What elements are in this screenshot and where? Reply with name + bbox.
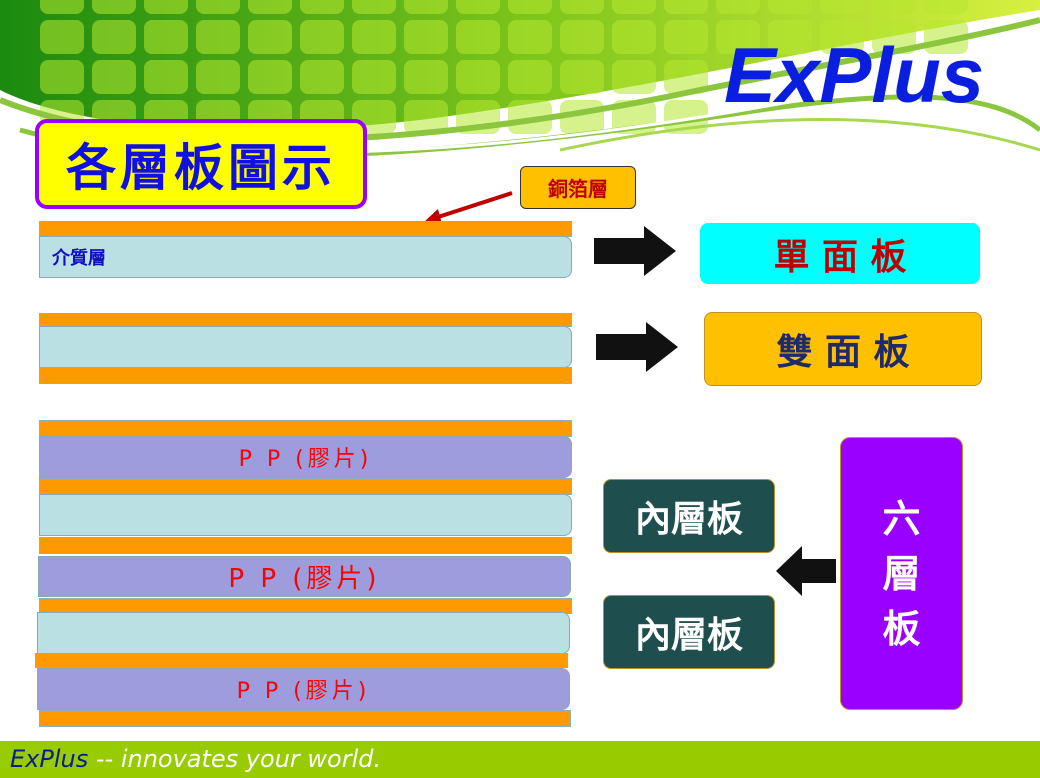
copper-layer — [39, 313, 572, 327]
copper-layer — [39, 710, 571, 727]
header-tile — [404, 60, 448, 94]
footer-brand: ExPlus — [10, 745, 89, 773]
footer-tagline: -- innovates your world. — [88, 745, 382, 773]
header-tile — [664, 100, 708, 134]
header-tile — [404, 100, 448, 134]
header-tile — [40, 0, 84, 14]
header-tile — [196, 0, 240, 14]
dielectric-layer — [37, 612, 570, 654]
header-tile — [508, 60, 552, 94]
copper-layer — [39, 478, 572, 495]
header-tile — [144, 20, 188, 54]
prepreg-layer: P P (膠片) — [37, 668, 570, 710]
copper-foil-label: 銅箔層 — [520, 166, 636, 209]
header-tile — [664, 60, 708, 94]
header-tile — [820, 20, 864, 54]
header-tile — [560, 20, 604, 54]
header-tile — [352, 0, 396, 14]
header-tile — [872, 20, 916, 54]
header-tile — [716, 20, 760, 54]
header-background — [0, 0, 1040, 159]
header-tile — [820, 0, 864, 14]
header-tile — [456, 20, 500, 54]
header-tile — [456, 0, 500, 14]
header-tile — [300, 60, 344, 94]
header-tile — [352, 60, 396, 94]
header-tile — [768, 20, 812, 54]
header-tile — [248, 0, 292, 14]
header-tile — [404, 0, 448, 14]
header-tile — [560, 0, 604, 14]
prepreg-layer: P P (膠片) — [39, 436, 572, 478]
header-tile — [248, 60, 292, 94]
copper-layer — [39, 221, 572, 237]
footer-bar: ExPlus -- innovates your world. — [0, 741, 1040, 778]
header-tile — [352, 20, 396, 54]
header-tile — [508, 20, 552, 54]
header-tile — [196, 20, 240, 54]
page-title: 各層板圖示 — [35, 119, 367, 209]
right-arrow-icon — [594, 226, 676, 276]
header-tile — [300, 0, 344, 14]
inner-board: 內層板 — [603, 595, 775, 669]
dielectric-layer — [39, 494, 572, 536]
header-tile — [664, 0, 708, 14]
header-tile — [456, 60, 500, 94]
header-tile — [508, 0, 552, 14]
header-tile — [768, 0, 812, 14]
prepreg-layer: P P (膠片) — [38, 556, 571, 597]
header-tile — [404, 20, 448, 54]
left-arrow-icon — [776, 546, 836, 596]
header-tile — [144, 0, 188, 14]
right-arrow-icon — [596, 322, 678, 372]
header-tile — [144, 60, 188, 94]
dielectric-label: 介質層 — [52, 248, 106, 269]
double-sided-board: 雙 面 板 — [704, 312, 982, 386]
red-arrow-icon — [424, 191, 513, 224]
header-tile — [300, 20, 344, 54]
header-tile — [508, 100, 552, 134]
header-tile — [196, 60, 240, 94]
header-tile — [612, 60, 656, 94]
header-tile — [248, 20, 292, 54]
header-tile — [612, 20, 656, 54]
header-tile — [664, 20, 708, 54]
copper-layer — [39, 537, 572, 554]
header-tile — [872, 0, 916, 14]
explus-logo: ExPlus — [724, 31, 985, 119]
header-tile — [612, 0, 656, 14]
header-tile — [40, 60, 84, 94]
header-tile — [924, 0, 968, 14]
copper-layer — [39, 420, 572, 437]
header-tile — [92, 60, 136, 94]
single-sided-board: 單 面 板 — [700, 223, 980, 284]
header-tile — [716, 0, 760, 14]
header-tile — [560, 60, 604, 94]
six-layer-board: 六 層 板 — [840, 437, 963, 710]
header-tile — [92, 20, 136, 54]
dielectric-layer — [39, 326, 572, 368]
copper-layer — [39, 367, 572, 384]
inner-board: 內層板 — [603, 479, 775, 553]
header-tile — [40, 20, 84, 54]
header-tile — [92, 0, 136, 14]
copper-layer — [35, 653, 568, 668]
dielectric-layer: 介質層 — [39, 236, 572, 278]
